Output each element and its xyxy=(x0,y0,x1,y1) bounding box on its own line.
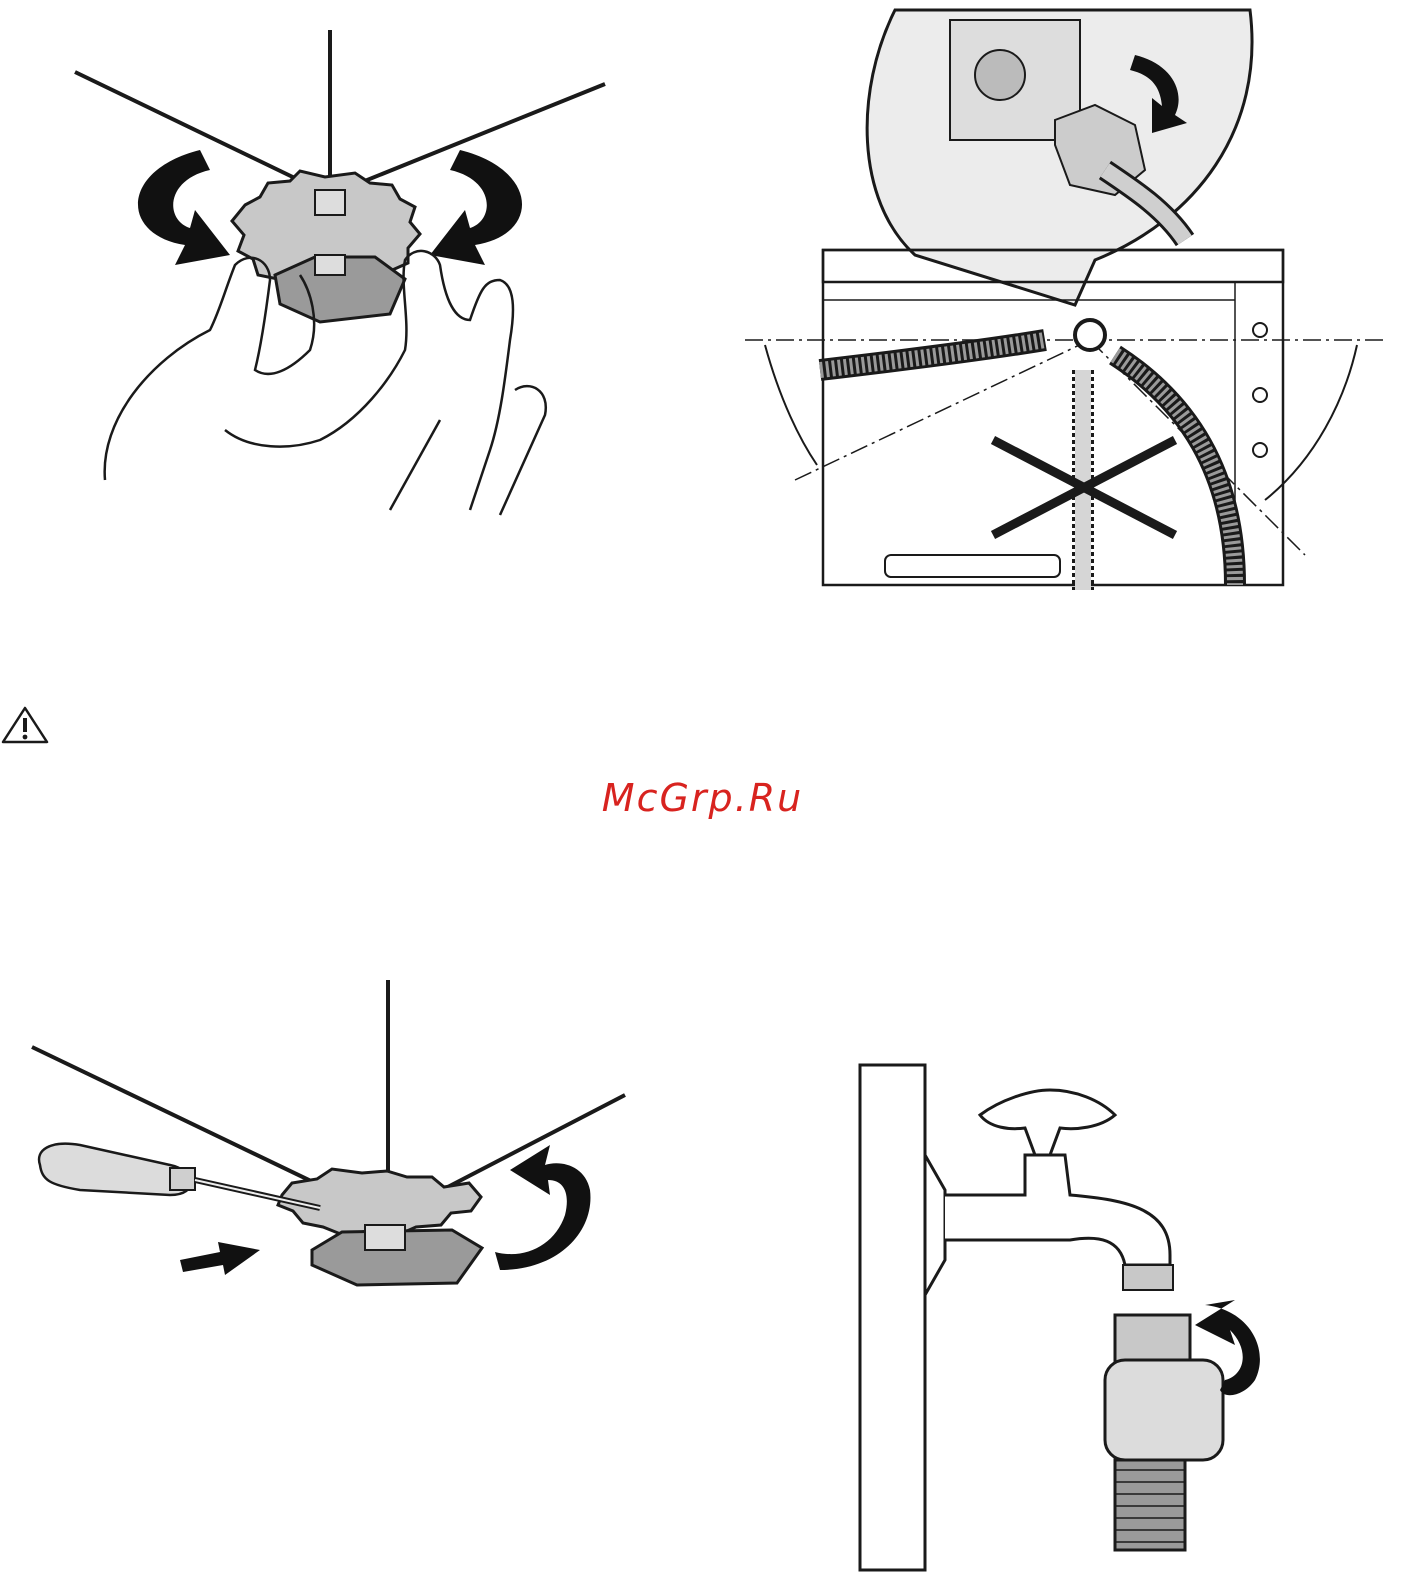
push-right-arrow-icon xyxy=(180,1242,260,1275)
rotate-left-arrow-icon xyxy=(138,150,230,265)
foot-adjust-hands-illustration xyxy=(60,20,640,530)
watermark-text: McGrp.Ru xyxy=(0,776,1405,820)
tap-body xyxy=(945,1155,1170,1265)
hose-connector xyxy=(1105,1360,1223,1460)
rotate-counterclockwise-arrow-icon xyxy=(495,1145,590,1270)
water-tap-connector-illustration xyxy=(850,1060,1290,1585)
wall xyxy=(860,1065,925,1570)
tap-handle-icon xyxy=(980,1090,1115,1155)
rotate-right-arrow-icon xyxy=(430,150,522,265)
warning-triangle-icon xyxy=(0,705,50,745)
hose-connection-back-illustration xyxy=(745,0,1385,590)
foot-lock-screwdriver-illustration xyxy=(20,980,640,1310)
screwdriver-icon xyxy=(39,1144,191,1195)
